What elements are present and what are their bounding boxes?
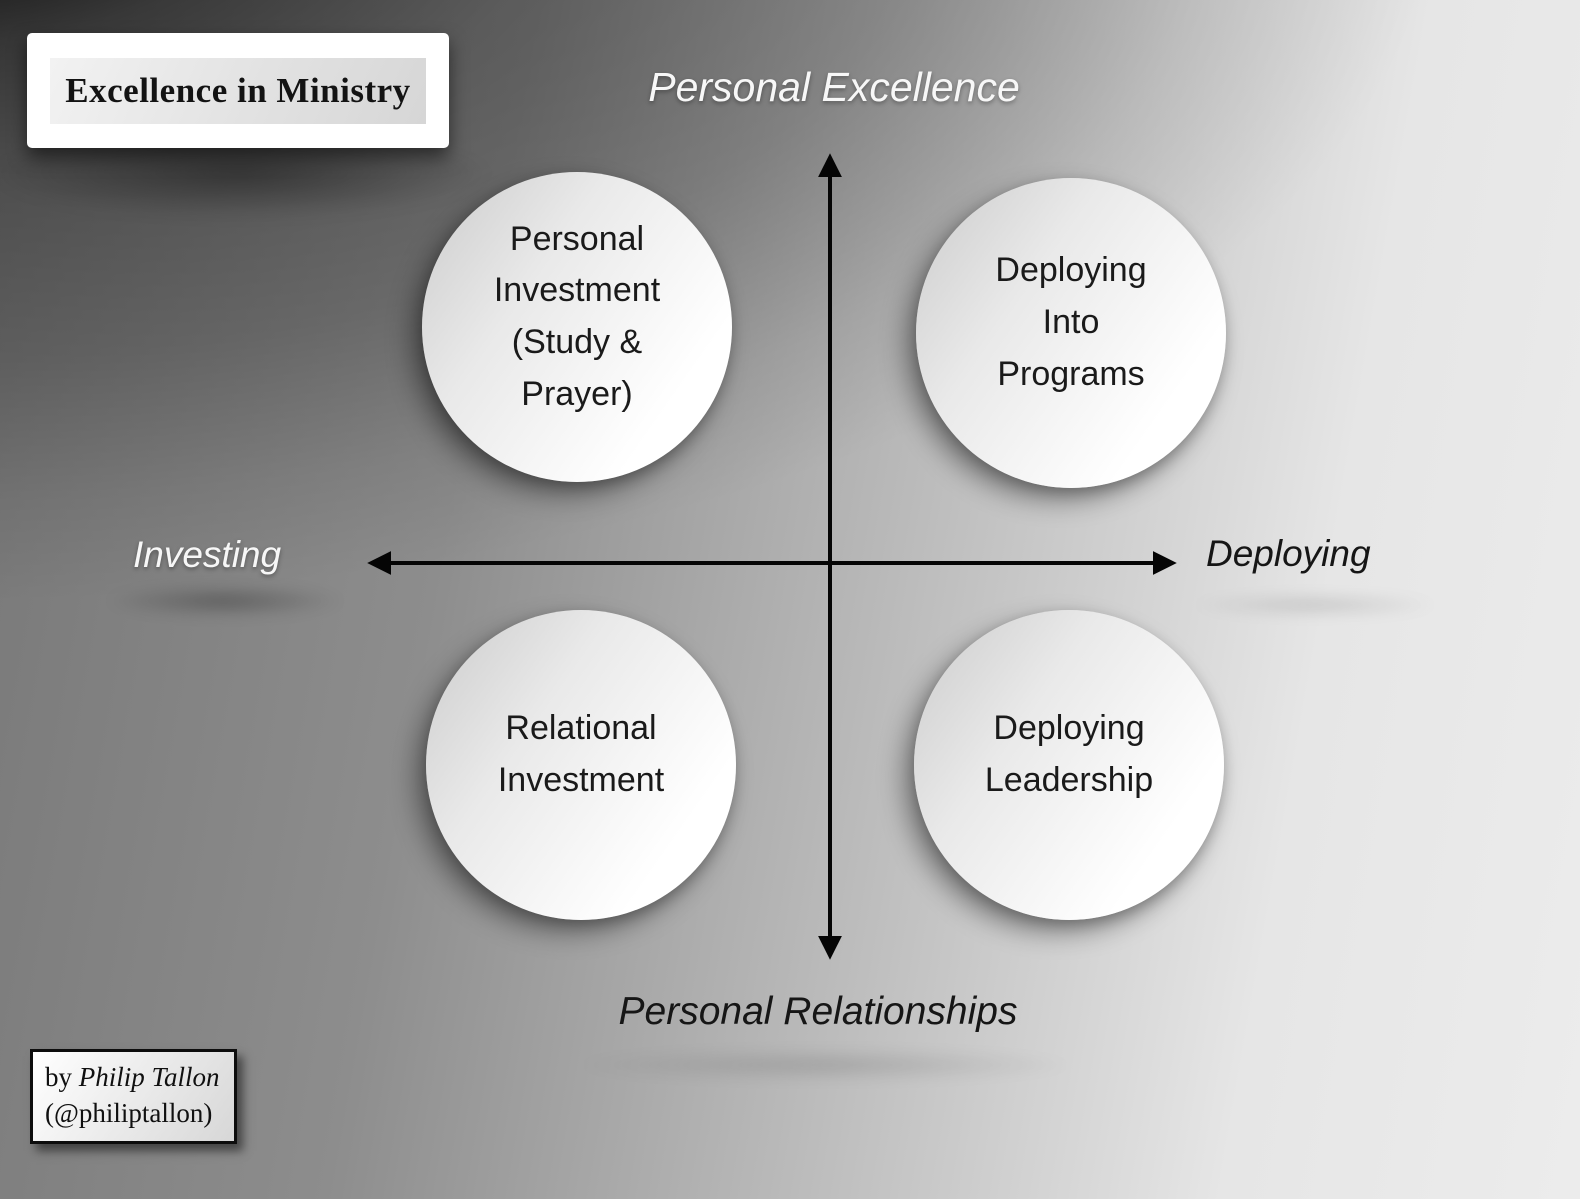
slide-title: Excellence in Ministry	[65, 70, 411, 110]
title-box: Excellence in Ministry	[27, 33, 449, 148]
investing-label-shadow	[105, 584, 345, 618]
axis-label-top: Personal Excellence	[648, 64, 1020, 110]
quadrant-circle-deploying-into-programs: Deploying Into Programs	[916, 178, 1226, 488]
quadrant-label: Personal Investment (Study & Prayer)	[493, 219, 661, 413]
quadrant-label: Deploying Into Programs	[995, 251, 1147, 393]
quadrant-label: Deploying Leadership	[984, 709, 1154, 799]
axis-label-right: Deploying	[1206, 533, 1371, 574]
title-inner-panel: Excellence in Ministry	[50, 57, 426, 124]
attribution-name: Philip Tallon	[78, 1062, 220, 1092]
attribution-line-1: by Philip Tallon	[45, 1059, 220, 1095]
quadrant-circle-deploying-leadership: Deploying Leadership	[914, 610, 1224, 920]
axis-label-bottom: Personal Relationships	[618, 990, 1018, 1033]
axis-label-left: Investing	[133, 534, 282, 575]
attribution-prefix: by	[45, 1062, 79, 1092]
attribution-box: by Philip Tallon (@philiptallon)	[30, 1049, 237, 1144]
quadrant-circle-personal-investment: Personal Investment (Study & Prayer)	[422, 172, 732, 482]
deploying-label-shadow	[1190, 592, 1440, 618]
attribution-line-2: (@philiptallon)	[45, 1098, 213, 1129]
relationships-label-shadow	[570, 1048, 1080, 1082]
title-box-shadow	[0, 140, 500, 220]
quadrant-label: Relational Investment	[497, 709, 665, 799]
quadrant-circle-relational-investment: Relational Investment	[426, 610, 736, 920]
